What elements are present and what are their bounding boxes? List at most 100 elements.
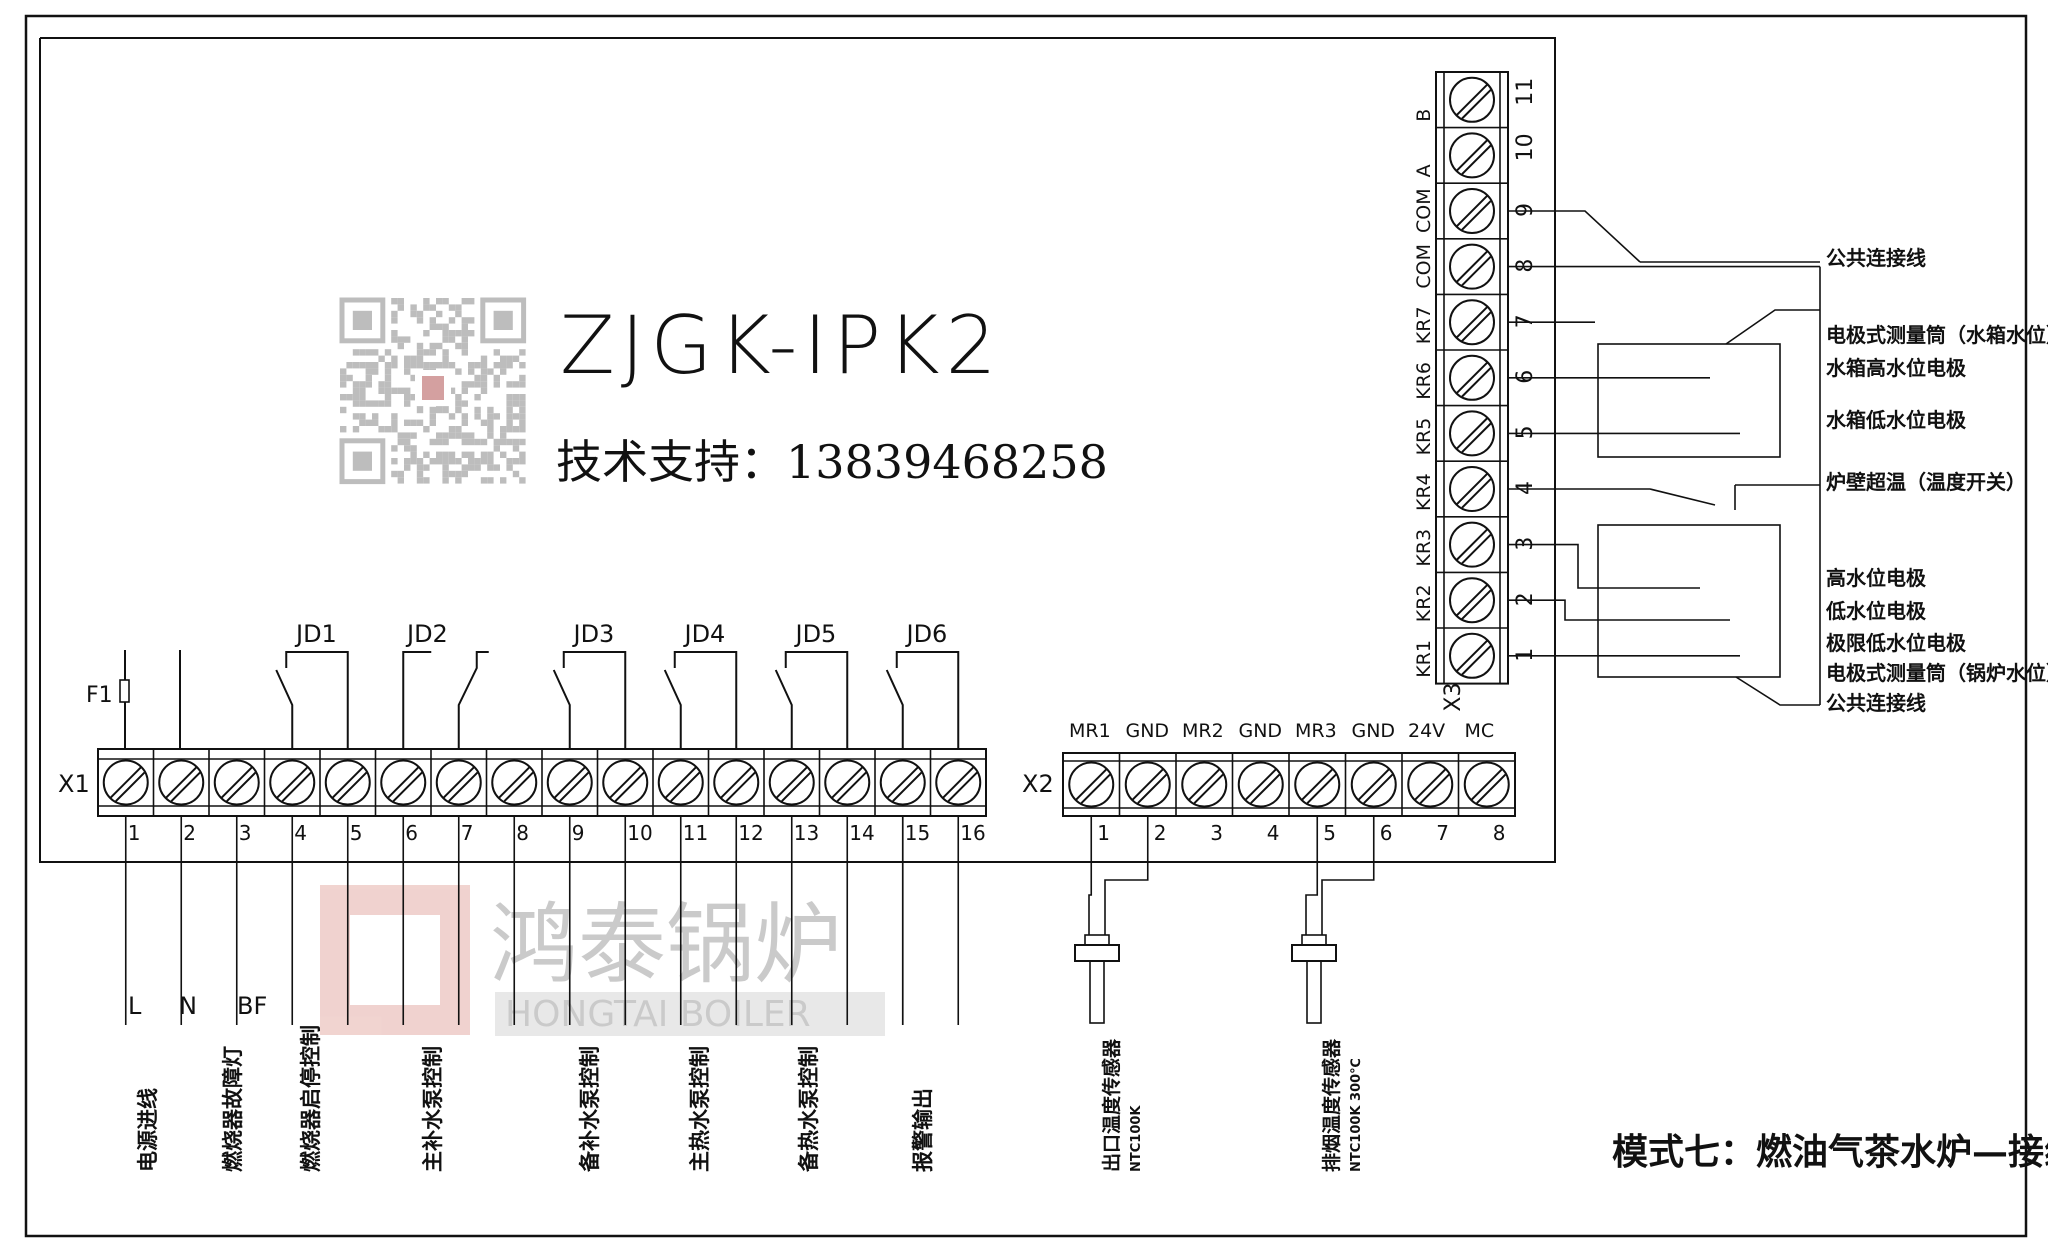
relay-group: JD1 JD2 JD3 JD4 JD5 JD6 bbox=[275, 620, 960, 749]
relay-label: JD4 bbox=[683, 620, 726, 648]
x2-terminal-number: 7 bbox=[1436, 821, 1449, 845]
x1-terminal-number: 9 bbox=[572, 821, 585, 845]
relay-label: JD2 bbox=[405, 620, 448, 648]
relay-jd5: JD5 bbox=[774, 620, 849, 749]
x3-wiring bbox=[1508, 210, 1821, 706]
x3-wiring-label: 低水位电极 bbox=[1825, 599, 1927, 623]
x1-terminal-number: 12 bbox=[738, 821, 763, 845]
x1-screw-2 bbox=[158, 759, 205, 806]
x1-terminal-number: 3 bbox=[239, 821, 252, 845]
x1-screw-12 bbox=[713, 759, 760, 806]
x3-terminal-name: KR7 bbox=[1413, 306, 1435, 344]
wire-letter-n: N bbox=[179, 992, 197, 1020]
x2-label: X2 bbox=[1022, 770, 1054, 798]
x1-screw-5 bbox=[324, 759, 371, 806]
x1-function-label: 电源进线 bbox=[135, 1088, 160, 1172]
x3-screw-3 bbox=[1449, 521, 1495, 568]
relay-jd1: JD1 bbox=[275, 620, 349, 749]
x1-screw-15 bbox=[879, 759, 926, 806]
x2-screw-6 bbox=[1350, 761, 1397, 808]
x2-terminal-header: GND bbox=[1126, 720, 1170, 742]
x1-function-label: 备热水泵控制 bbox=[796, 1046, 821, 1173]
x1-terminal-number: 4 bbox=[294, 821, 307, 845]
x2-terminal-header: GND bbox=[1239, 720, 1283, 742]
x1-function-label: 主补水泵控制 bbox=[420, 1046, 445, 1172]
x3-terminal-number: 9 bbox=[1513, 203, 1538, 217]
x3-screw-8 bbox=[1449, 243, 1495, 290]
x3-wiring-label: 极限低水位电极 bbox=[1826, 631, 1967, 655]
x3-wiring-label: 公共连接线 bbox=[1826, 691, 1926, 715]
x3-screw-7 bbox=[1449, 299, 1495, 346]
tech-support: 技术支持：13839468258 bbox=[556, 435, 1108, 489]
x2-terminal-number: 1 bbox=[1097, 821, 1110, 845]
x1-terminal-number: 5 bbox=[350, 821, 363, 845]
x3-terminal-name: B bbox=[1413, 109, 1435, 122]
x2-screw-3 bbox=[1181, 761, 1228, 808]
x1-function-label: 燃烧器启停控制 bbox=[298, 1025, 323, 1172]
x3-screw-6 bbox=[1449, 354, 1495, 401]
x3-screw-5 bbox=[1449, 410, 1495, 457]
relay-jd6: JD6 bbox=[885, 620, 960, 749]
x1-terminal-number: 8 bbox=[516, 821, 529, 845]
relay-label: JD3 bbox=[572, 620, 615, 648]
x2-screw-2 bbox=[1124, 761, 1171, 808]
x1-terminal-number: 16 bbox=[960, 821, 985, 845]
x1-screw-3 bbox=[213, 759, 260, 806]
x1-terminal-number: 15 bbox=[905, 821, 930, 845]
x3-labels: 公共连接线电极式测量筒（水箱水位）水箱高水位电极水箱低水位电极炉壁超温（温度开关… bbox=[1825, 246, 2048, 715]
board-outline bbox=[39, 37, 1556, 863]
x3-terminal-number: 11 bbox=[1513, 78, 1538, 106]
model-name: ZJGK-IPK2 bbox=[560, 299, 1003, 392]
x1-terminal-number: 10 bbox=[627, 821, 652, 845]
x1-terminal-number: 14 bbox=[849, 821, 874, 845]
x2-terminal-number: 6 bbox=[1380, 821, 1393, 845]
x3-terminal-number: 3 bbox=[1513, 537, 1538, 551]
x1-screw-8 bbox=[491, 759, 538, 806]
x1-wires bbox=[124, 816, 960, 1025]
x3-screw-11 bbox=[1449, 76, 1495, 123]
x1-screw-11 bbox=[657, 759, 704, 806]
outer-frame bbox=[24, 14, 2028, 1238]
wire-letter-l: L bbox=[128, 992, 142, 1020]
relay-jd3: JD3 bbox=[552, 620, 627, 749]
x2-screw-7 bbox=[1407, 761, 1454, 808]
x3-terminal-number: 4 bbox=[1513, 481, 1538, 495]
x2-terminal-number: 4 bbox=[1267, 821, 1280, 845]
fuse-icon bbox=[119, 679, 130, 703]
x3-terminal-name: COM bbox=[1413, 244, 1435, 289]
x2-terminal-number: 2 bbox=[1154, 821, 1167, 845]
x2-screw-8 bbox=[1463, 761, 1510, 808]
x3-wiring-label: 公共连接线 bbox=[1826, 246, 1926, 270]
x2-screw-5 bbox=[1294, 761, 1341, 808]
x3-terminal-number: 1 bbox=[1513, 648, 1538, 662]
x3-terminal-name: A bbox=[1413, 164, 1435, 177]
wire-letter-bf: BF bbox=[237, 992, 267, 1020]
x3-terminal-name: KR2 bbox=[1413, 584, 1435, 622]
x1-terminal-number: 1 bbox=[128, 821, 141, 845]
x1-screw-9 bbox=[546, 759, 593, 806]
x1-function-labels: 电源进线燃烧器故障灯燃烧器启停控制主补水泵控制备补水泵控制主热水泵控制备热水泵控… bbox=[135, 1025, 935, 1173]
x2-terminal-header: MC bbox=[1465, 720, 1495, 742]
x3-terminal-name: KR5 bbox=[1413, 418, 1435, 456]
sensor-model: NTC100K bbox=[1129, 1105, 1144, 1172]
x3-label: X3 bbox=[1441, 683, 1466, 712]
x2-terminal-header: MR3 bbox=[1295, 720, 1337, 742]
x3-terminal-number: 7 bbox=[1513, 314, 1538, 328]
x3-screw-9 bbox=[1449, 188, 1495, 234]
x2-terminal-header: GND bbox=[1352, 720, 1396, 742]
x1-terminal-number: 2 bbox=[183, 821, 196, 845]
x1-terminal-number: 13 bbox=[794, 821, 819, 845]
x3-terminal-name: KR3 bbox=[1413, 529, 1435, 567]
x1-screw-7 bbox=[435, 759, 482, 806]
x3-terminal-name: KR4 bbox=[1413, 473, 1435, 511]
x2-screw-4 bbox=[1237, 761, 1284, 808]
x1-screw-10 bbox=[602, 759, 649, 806]
x1-screw-14 bbox=[824, 759, 871, 806]
x1-function-label: 备补水泵控制 bbox=[577, 1046, 602, 1173]
relay-jd4: JD4 bbox=[663, 620, 738, 749]
